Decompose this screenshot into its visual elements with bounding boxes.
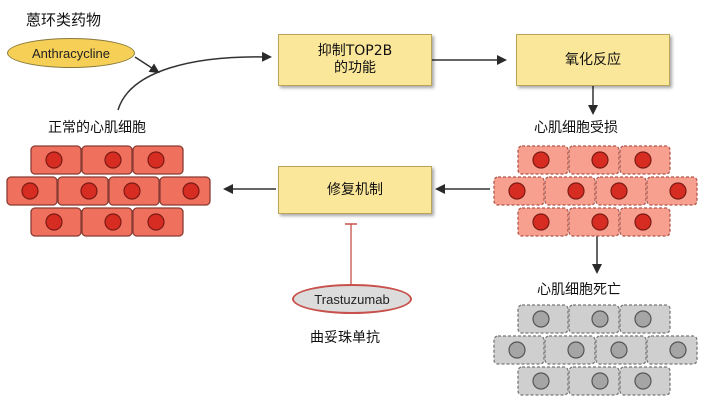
cell-nucleus: [45, 213, 63, 231]
normal-cell-cluster: [6, 145, 211, 237]
cell-nucleus: [591, 151, 609, 169]
cell-nucleus: [80, 182, 98, 200]
cell-nucleus: [532, 151, 550, 169]
cell-nucleus: [634, 372, 652, 390]
cell-nucleus: [147, 213, 165, 231]
cell-nucleus: [610, 341, 628, 359]
cell-nucleus: [591, 213, 609, 231]
anthracycline-pill-label: Anthracycline: [31, 45, 111, 61]
cell-nucleus: [610, 182, 628, 200]
cell-nucleus: [532, 372, 550, 390]
trastuzumab-pill-label: Trastuzumab: [314, 291, 390, 307]
anthracycline-pill: Anthracycline: [7, 38, 135, 68]
top2b-inhibition-box: 抑制TOP2B 的功能: [278, 34, 432, 86]
dead-cell-cluster: [493, 304, 698, 396]
normal-cells-label: 正常的心肌细胞: [48, 120, 146, 136]
trastuzumab-cn-label: 曲妥珠单抗: [310, 330, 380, 346]
cell-nucleus: [104, 213, 122, 231]
cell-nucleus: [182, 182, 200, 200]
cell-nucleus: [123, 182, 141, 200]
cell-nucleus: [45, 151, 63, 169]
cell-nucleus: [591, 310, 609, 328]
arrow-anthracycline-to-top2b: [134, 56, 160, 74]
cell-nucleus: [21, 182, 39, 200]
cell-nucleus: [634, 310, 652, 328]
cell-nucleus: [669, 182, 687, 200]
oxidation-box: 氧化反应: [516, 34, 670, 86]
damaged-cell-cluster: [493, 145, 698, 237]
cell-nucleus: [634, 151, 652, 169]
cell-nucleus: [104, 151, 122, 169]
anthracycline-cn-label: 蒽环类药物: [26, 11, 102, 29]
arrow-normal-to-top2b: [117, 51, 272, 111]
cell-nucleus: [591, 372, 609, 390]
cell-nucleus: [508, 182, 526, 200]
oxidation-box-label: 氧化反应: [565, 51, 621, 68]
cell-nucleus: [532, 213, 550, 231]
top2b-box-line1: 抑制TOP2B: [317, 43, 393, 59]
dead-cells-label: 心肌细胞死亡: [537, 282, 621, 298]
damaged-cells-label: 心肌细胞受损: [534, 120, 618, 136]
trastuzumab-pill: Trastuzumab: [292, 284, 412, 314]
cell-nucleus: [567, 341, 585, 359]
repair-box: 修复机制: [278, 166, 432, 214]
top2b-box-line2: 的功能: [334, 60, 376, 76]
cell-nucleus: [147, 151, 165, 169]
cell-nucleus: [669, 341, 687, 359]
cell-nucleus: [532, 310, 550, 328]
cell-nucleus: [634, 213, 652, 231]
cell-nucleus: [508, 341, 526, 359]
cell-nucleus: [567, 182, 585, 200]
repair-box-label: 修复机制: [327, 181, 383, 198]
